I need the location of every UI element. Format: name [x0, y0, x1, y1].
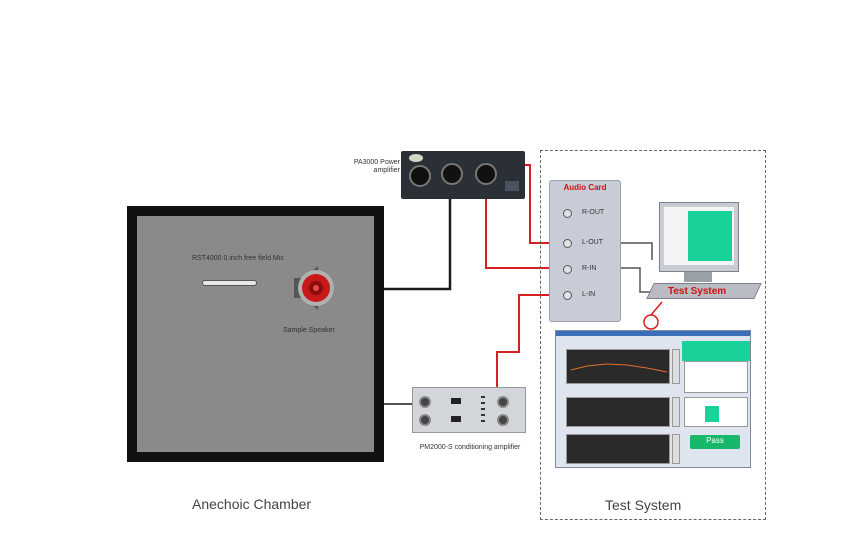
port-l-in-icon [563, 291, 572, 300]
microphone-icon [202, 280, 257, 286]
status-indicator [705, 406, 719, 422]
port-r-out-label: R-OUT [582, 209, 605, 216]
test-system-boundary [540, 150, 766, 520]
audio-card: Audio Card R-OUT L-OUT R-IN L-IN [549, 180, 621, 322]
amp-output-jack-icon [505, 181, 519, 191]
amp-connector-right-icon [475, 163, 497, 185]
panel-scroll-2 [672, 397, 680, 427]
panel-scroll-1 [672, 349, 680, 384]
monitor-screen-green [688, 211, 732, 261]
response-chart-1 [566, 349, 670, 384]
cond-switch-icon [451, 398, 461, 404]
port-r-out-icon [563, 209, 572, 218]
results-table-2 [684, 397, 748, 427]
computer-monitor-icon [659, 202, 739, 272]
computer-label: Test System [668, 286, 727, 297]
amp-connector-left-icon [441, 163, 463, 185]
anechoic-chamber-floor [137, 216, 374, 452]
results-table-1 [684, 361, 748, 393]
panel-scroll-3 [672, 434, 680, 464]
port-l-out-label: L-OUT [582, 239, 603, 246]
anechoic-chamber-label: Anechoic Chamber [192, 496, 312, 512]
cond-switch-2-icon [451, 416, 461, 422]
monitor-stand-icon [684, 272, 712, 282]
power-indicator-icon [409, 154, 423, 162]
green-panel-1 [682, 341, 750, 361]
test-system-label: Test System [605, 497, 682, 513]
power-amplifier [401, 151, 525, 199]
port-l-in-label: L-IN [582, 291, 596, 298]
cond-output-knob-icon [497, 396, 509, 408]
marker-line [650, 301, 663, 316]
cond-output-knob-2-icon [497, 414, 509, 426]
wire-cond-to-lin [496, 294, 568, 394]
response-chart-2 [566, 397, 670, 427]
software-titlebar [556, 331, 750, 336]
mic-label: RST4000 0.inch free field Mic [192, 255, 284, 262]
conditioner-label: PM2000-S conditioning amplifier [419, 444, 521, 451]
software-screenshot: Pass [555, 330, 751, 468]
audio-card-title: Audio Card [563, 183, 607, 192]
conditioning-amplifier [412, 387, 526, 433]
power-amp-label: PA3000 Power amplifier [353, 159, 400, 174]
port-r-in-icon [563, 265, 572, 274]
cond-input-knob-icon [419, 396, 431, 408]
cond-led-column-icon [481, 396, 485, 426]
speaker-icon [288, 264, 336, 312]
amp-knob-icon [409, 165, 431, 187]
wire-card-to-computer [621, 242, 653, 260]
port-l-out-icon [563, 239, 572, 248]
pass-button[interactable]: Pass [690, 435, 740, 449]
cond-input-knob-2-icon [419, 414, 431, 426]
response-chart-3 [566, 434, 670, 464]
speaker-label: Sample Speaker [283, 327, 335, 334]
port-r-in-label: R-IN [582, 265, 597, 272]
